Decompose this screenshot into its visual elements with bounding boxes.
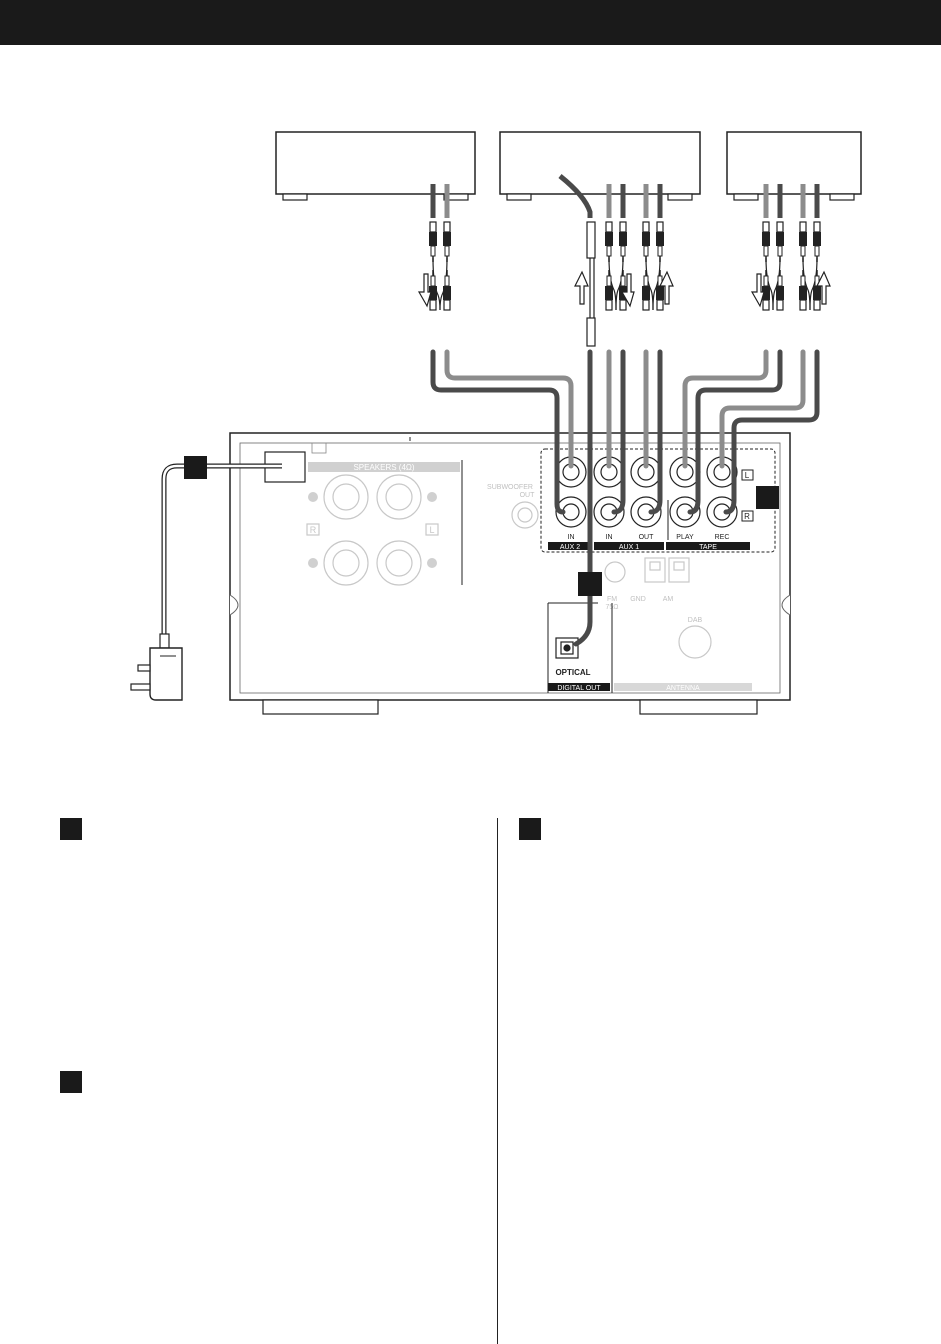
digital-out-label: DIGITAL OUT (557, 685, 601, 692)
subwoofer-out-jack (511, 501, 539, 529)
device-center (499, 131, 701, 201)
device-left (275, 131, 476, 201)
section-marker (60, 1071, 82, 1093)
device-cable-stubs (430, 174, 820, 218)
jack-l-mark: L (745, 471, 750, 480)
subwoofer-label-1: SUBWOOFER (487, 484, 533, 491)
arrow-up-icon (659, 270, 674, 305)
am-label: AM (663, 596, 674, 603)
header-band (0, 0, 941, 45)
callout-box-power (184, 456, 207, 479)
fm-label-1: FM (607, 596, 617, 603)
rca-jacks (555, 456, 738, 528)
antenna-terminals (604, 557, 752, 691)
jack-r-mark: R (744, 512, 750, 521)
arrow-up-icon (574, 270, 589, 305)
subwoofer-label-2: OUT (520, 492, 536, 499)
jack-label-tape-play: PLAY (676, 534, 694, 541)
arrow-down-icon (620, 273, 635, 308)
speaker-terminals (306, 460, 463, 586)
speaker-l-mark: L (429, 525, 434, 535)
optical-out-jack (547, 602, 613, 693)
callout-box-rca (756, 486, 779, 509)
jack-label-aux1-out: OUT (639, 534, 655, 541)
dab-label: DAB (688, 617, 703, 624)
signal-arrows (417, 270, 831, 308)
antenna-label: ANTENNA (666, 685, 700, 692)
group-label-aux1: AUX 1 (619, 544, 639, 551)
speakers-label: SPEAKERS (4Ω) (353, 463, 414, 472)
power-cord (130, 451, 306, 701)
rca-plugs-bottom (428, 269, 822, 347)
gnd-label: GND (630, 596, 646, 603)
group-label-aux2: AUX 2 (560, 544, 580, 551)
jack-label-tape-rec: REC (715, 534, 730, 541)
device-right (726, 131, 862, 201)
group-label-tape: TAPE (699, 544, 717, 551)
arrow-down-icon (750, 273, 765, 308)
jack-group-bars (548, 542, 750, 550)
section-marker (519, 818, 541, 840)
callout-box-optical (578, 572, 602, 596)
jack-label-aux2-in: IN (568, 534, 575, 541)
main-unit-rear (229, 432, 791, 715)
section-marker (60, 818, 82, 840)
arrow-up-icon (816, 270, 831, 305)
optical-label: OPTICAL (555, 668, 590, 677)
rca-plugs-top (428, 221, 822, 263)
column-divider (497, 818, 498, 1344)
arrow-down-icon (417, 273, 432, 308)
connection-diagram: SPEAKERS (4Ω) R L SUBWOOFER OUT L R IN I… (130, 131, 862, 715)
cable-runs (430, 349, 820, 647)
jack-label-aux1-in: IN (606, 534, 613, 541)
speaker-r-mark: R (310, 525, 317, 535)
